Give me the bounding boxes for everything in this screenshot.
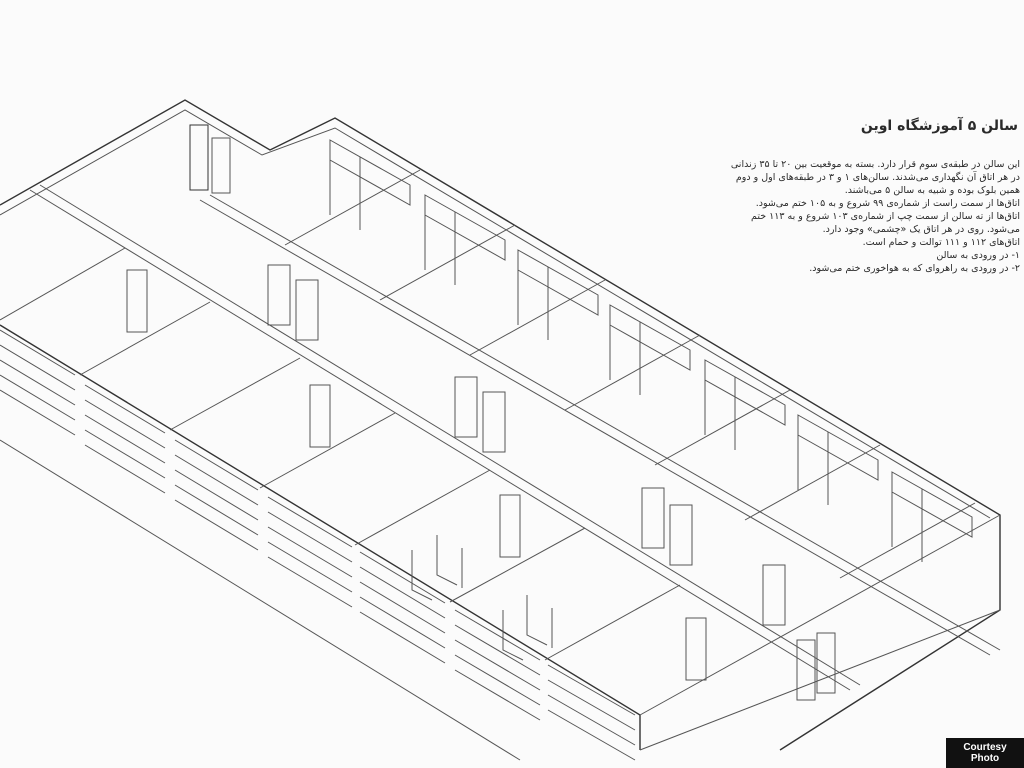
- description-line: اتاق‌های ۱۱۲ و ۱۱۱ توالت و حمام است.: [862, 237, 1020, 248]
- description-line: این سالن در طبقه‌ی سوم قرار دارد. بسته ب…: [730, 159, 1020, 170]
- window-grilles: [0, 329, 636, 761]
- shelving-units: [329, 139, 973, 562]
- description-line: همین بلوک بوده و شبیه به سالن ۵ می‌باشند…: [844, 185, 1020, 196]
- legend-item: ۲- در ورودی به راهرو‌ای که به هواخوری خت…: [809, 263, 1020, 274]
- left-cell-partitions: [0, 247, 681, 661]
- corridor-doors: [126, 124, 836, 701]
- right-cell-partitions: [284, 169, 976, 579]
- plan-description: این سالن در طبقه‌ی سوم قرار دارد. بسته ب…: [640, 158, 1020, 275]
- photo-credit-badge: Courtesy Photo: [946, 738, 1024, 768]
- description-line: می‌شود. روی در هر اتاق یک «چشمی» وجود دا…: [822, 224, 1020, 235]
- description-line: اتاق‌ها از سمت راست از شماره‌ی ۹۹ شروع و…: [755, 198, 1020, 209]
- description-line: اتاق‌ها از ته سالن از سمت چپ از شماره‌ی …: [751, 211, 1020, 222]
- description-line: در هر اتاق آن نگهداری می‌شدند. سالن‌های …: [735, 172, 1020, 183]
- toilet-stalls: [411, 535, 553, 661]
- outer-walls: [0, 99, 1001, 761]
- corridor-walls: [29, 184, 1001, 691]
- legend-item: ۱- در ورودی به سالن: [936, 250, 1020, 261]
- plan-title: سالن ۵ آموزشگاه اوین: [860, 118, 1018, 134]
